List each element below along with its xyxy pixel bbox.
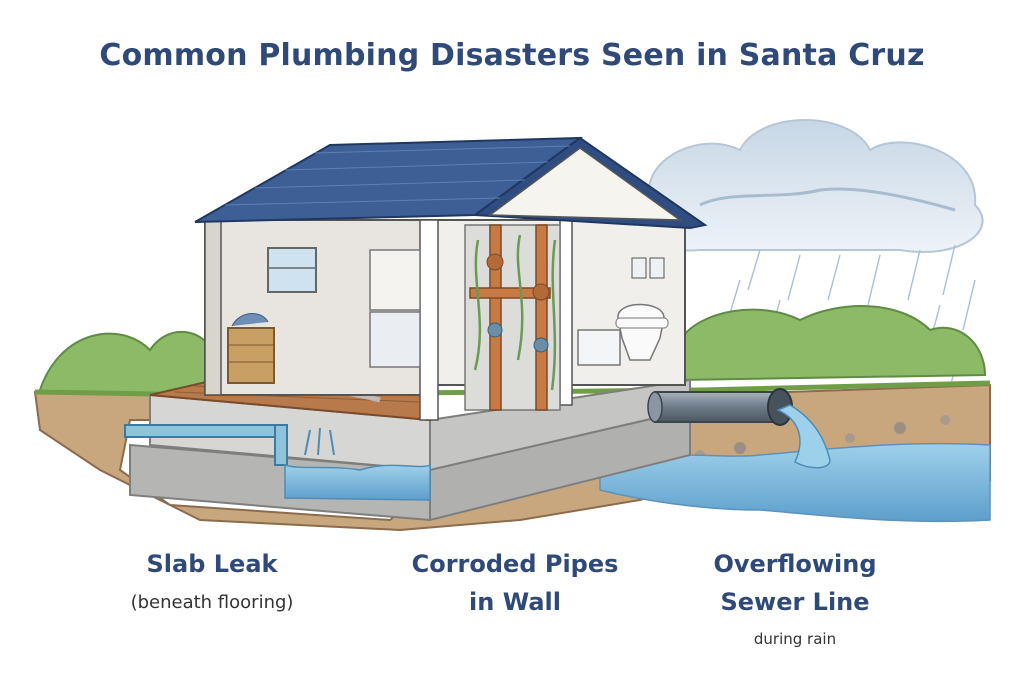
hedges	[39, 305, 987, 396]
sewer-pipe	[647, 388, 831, 469]
sewer-flood-water	[599, 442, 991, 523]
slab-leak-label: Slab Leak	[146, 550, 278, 578]
rain-cloud	[641, 119, 984, 253]
corroded-pipes	[464, 224, 561, 411]
sewer-line-label-line1: Overflowing	[713, 550, 877, 578]
bathroom	[577, 257, 669, 366]
slab-leak-pipe	[124, 424, 431, 501]
corroded-pipes-label-line2: in Wall	[469, 588, 561, 616]
sewer-line-label-line2: Sewer Line	[720, 588, 870, 616]
corroded-pipes-label-line1: Corroded Pipes	[411, 550, 619, 578]
sewer-line-sublabel: during rain	[753, 630, 837, 648]
roof	[194, 136, 708, 230]
page-title: Common Plumbing Disasters Seen in Santa …	[99, 38, 925, 73]
interior-left-room	[227, 247, 421, 384]
slab-leak-sublabel: (beneath flooring)	[130, 592, 294, 613]
